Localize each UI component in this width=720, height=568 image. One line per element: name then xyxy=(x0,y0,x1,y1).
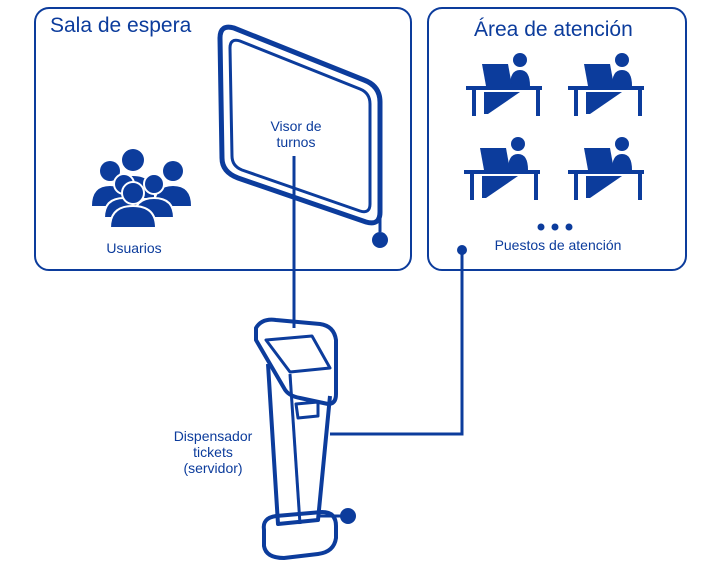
display-connector-dot xyxy=(372,232,388,248)
kiosk-label-line-2: tickets xyxy=(193,444,233,460)
service-area-panel xyxy=(427,7,687,271)
service-area-title: Área de atención xyxy=(474,18,633,41)
service-desk-icon-4 xyxy=(568,137,644,200)
service-desk-icon-1 xyxy=(466,53,542,116)
kiosk-label-line-3: (servidor) xyxy=(183,460,243,476)
stations-to-kiosk-line xyxy=(330,250,464,436)
service-desk-icon-3 xyxy=(464,137,540,200)
service-desk-icon-2 xyxy=(568,53,644,116)
waiting-room-title: Sala de espera xyxy=(50,14,192,37)
users-group-icon xyxy=(92,149,191,229)
display-label-line-1: Visor de xyxy=(270,118,322,134)
display-label: Visor de turnos xyxy=(256,118,336,150)
stations-label: Puestos de atención xyxy=(494,237,622,253)
kiosk-label-line-1: Dispensador xyxy=(173,428,253,444)
display-label-line-2: turnos xyxy=(276,134,316,150)
kiosk-connector-dot xyxy=(340,508,356,524)
waiting-room-panel xyxy=(34,7,412,271)
kiosk-label: Dispensador tickets (servidor) xyxy=(162,428,264,476)
more-stations-ellipsis-icon xyxy=(537,223,573,231)
users-label: Usuarios xyxy=(106,240,162,256)
display-screen-icon xyxy=(217,24,383,232)
kiosk-icon xyxy=(254,317,346,560)
